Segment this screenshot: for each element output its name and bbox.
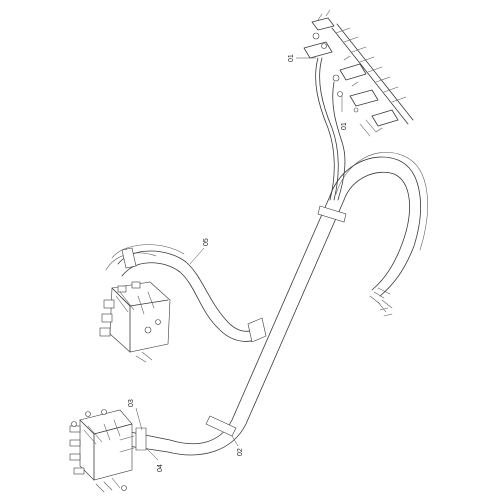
leader-lines (135, 57, 343, 461)
callout-03: 03 (128, 399, 135, 407)
callout-04: 04 (157, 464, 164, 472)
callout-02: 02 (237, 448, 244, 456)
callout-01-side: 01 (341, 122, 348, 130)
valve-hose-05 (105, 244, 267, 343)
middle-valve-block (99, 281, 171, 363)
main-hose-trunk (127, 151, 428, 456)
upper-hose-bundle (315, 57, 346, 201)
lower-valve-bank (69, 409, 135, 493)
upper-valve-assembly (303, 9, 414, 137)
callout-01-top: 01 (288, 54, 295, 62)
callout-05: 05 (203, 238, 210, 246)
